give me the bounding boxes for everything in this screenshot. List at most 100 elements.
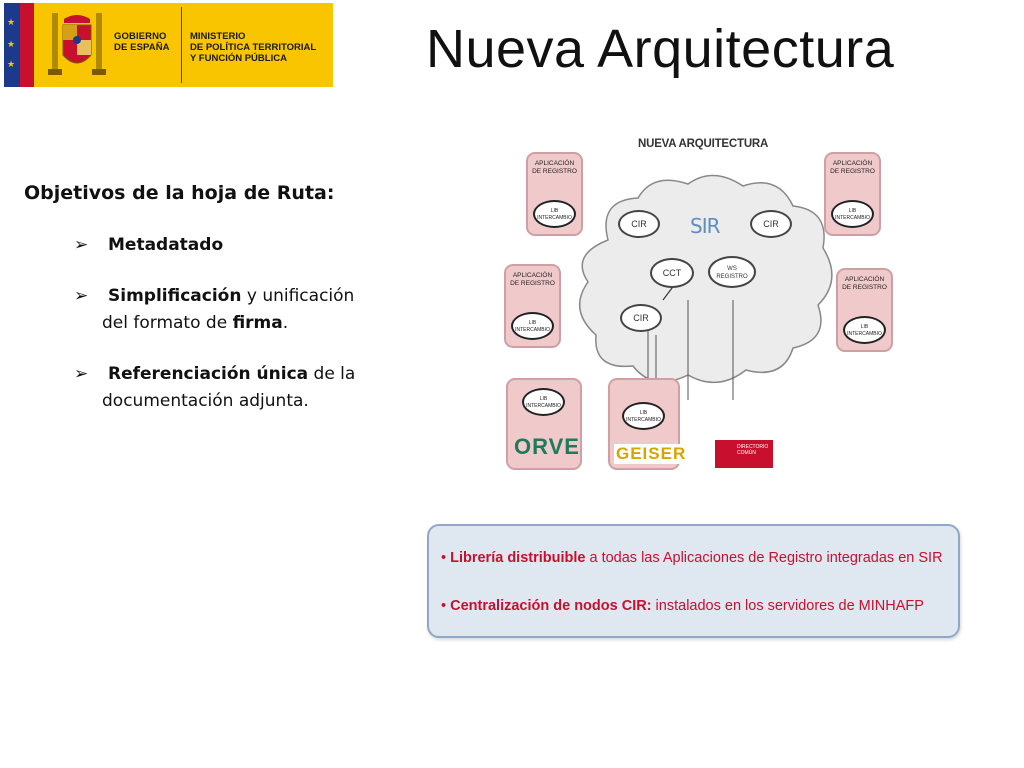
ministry-line-1: MINISTERIO xyxy=(190,31,246,42)
info-box: • Librería distribuible a todas las Apli… xyxy=(427,524,960,638)
item-continuation: del formato de firma. xyxy=(102,310,390,337)
architecture-diagram: NUEVA ARQUITECTURA SIR CIR CIR CCT WS REG… xyxy=(498,130,898,480)
lib-label: INTERCAMBIO xyxy=(526,403,561,409)
lib-label: INTERCAMBIO xyxy=(626,417,661,423)
arrow-bullet-icon: ➢ xyxy=(74,364,89,384)
info-line-1: • Librería distribuible a todas las Apli… xyxy=(441,550,943,566)
badge-label: DIRECTORIO xyxy=(737,444,769,450)
government-name: GOBIERNO DE ESPAÑA xyxy=(114,31,170,53)
eu-flag-strip: ★ ★ ★ xyxy=(4,3,20,87)
ministry-line-3: Y FUNCIÓN PÚBLICA xyxy=(190,53,287,64)
list-item: ➢ Referenciación única de la documentaci… xyxy=(24,361,390,415)
diagram-title: NUEVA ARQUITECTURA xyxy=(638,138,769,150)
list-item: ➢ Simplificación y unificación del forma… xyxy=(24,283,390,337)
lib-label: INTERCAMBIO xyxy=(847,331,882,337)
lib-label: INTERCAMBIO xyxy=(515,327,550,333)
app-label-line: DE REGISTRO xyxy=(532,168,577,175)
lib-label: LIB xyxy=(639,410,648,416)
cct-node: CCT xyxy=(650,258,694,288)
government-logo: ★ ★ ★ GOBIERNO DE ESPAÑA MINISTERIO DE P… xyxy=(4,3,333,87)
badge-label: COMÚN xyxy=(737,450,756,456)
app-label-line: DE REGISTRO xyxy=(510,280,555,287)
item-text: . xyxy=(282,313,289,333)
logo-divider xyxy=(181,7,182,83)
lib-label: LIB xyxy=(550,208,559,214)
cir-node: CIR xyxy=(750,210,792,238)
directorio-comun-logo: DIRECTORIO COMÚN xyxy=(715,440,773,468)
node-label: CCT xyxy=(662,268,682,278)
item-bold-text: firma xyxy=(232,313,283,333)
star-icon: ★ xyxy=(7,40,16,50)
item-text: del formato de xyxy=(102,313,233,333)
item-bold-text: Simplificación xyxy=(108,286,242,306)
arrow-bullet-icon: ➢ xyxy=(74,235,89,255)
list-item: ➢ Metadatado xyxy=(24,232,390,259)
item-text: y unificación xyxy=(241,286,355,306)
cir-node: CIR xyxy=(618,210,660,238)
lib-label: LIB xyxy=(539,396,548,402)
cloud-shape xyxy=(578,174,833,400)
slide-title: Nueva Arquitectura xyxy=(426,19,895,79)
item-text: de la xyxy=(308,364,356,384)
info-line-2: • Centralización de nodos CIR: instalado… xyxy=(441,598,924,614)
node-label: REGISTRO xyxy=(716,274,748,280)
node-label: CIR xyxy=(763,219,779,229)
info-text: a todas las Aplicaciones de Registro int… xyxy=(585,550,943,566)
app-label-line: DE REGISTRO xyxy=(830,168,875,175)
bullet-dot: • xyxy=(441,598,451,614)
arrow-bullet-icon: ➢ xyxy=(74,286,89,306)
app-label-line: DE REGISTRO xyxy=(842,284,887,291)
coat-of-arms-icon xyxy=(48,13,106,75)
app-label-line: APLICACIÓN xyxy=(512,272,553,279)
orve-logo: ORVE xyxy=(514,434,580,459)
node-label: WS xyxy=(727,266,737,272)
node-label: CIR xyxy=(631,219,647,229)
objectives-heading: Objetivos de la hoja de Ruta: xyxy=(24,182,335,204)
cir-node: CIR xyxy=(620,304,662,332)
info-bold-text: Librería distribuible xyxy=(450,550,586,566)
info-text: instalados en los servidores de MINHAFP xyxy=(651,598,924,614)
info-bold-text: Centralización de nodos CIR: xyxy=(450,598,652,614)
bullet-dot: • xyxy=(441,550,451,566)
app-label-line: APLICACIÓN xyxy=(844,276,885,283)
node-label: CIR xyxy=(633,313,649,323)
lib-label: LIB xyxy=(528,320,537,326)
lib-label: INTERCAMBIO xyxy=(835,215,870,221)
geiser-logo: GEISER xyxy=(614,444,689,464)
lib-label: LIB xyxy=(848,208,857,214)
sir-logo: SIR xyxy=(690,214,720,238)
ministry-line-2: DE POLÍTICA TERRITORIAL xyxy=(190,42,317,53)
logo-background: GOBIERNO DE ESPAÑA MINISTERIO DE POLÍTIC… xyxy=(34,3,333,87)
item-bold-text: Referenciación única xyxy=(108,364,309,384)
star-icon: ★ xyxy=(7,18,16,28)
lib-label: INTERCAMBIO xyxy=(537,215,572,221)
gov-line-2: DE ESPAÑA xyxy=(114,42,170,53)
lib-label: LIB xyxy=(860,324,869,330)
app-label-line: APLICACIÓN xyxy=(832,160,873,167)
ministry-name: MINISTERIO DE POLÍTICA TERRITORIAL Y FUN… xyxy=(190,31,316,64)
star-icon: ★ xyxy=(7,60,16,70)
item-bold-text: Metadatado xyxy=(108,235,224,255)
ws-registro-node: WS REGISTRO xyxy=(708,256,756,288)
item-continuation: documentación adjunta. xyxy=(102,391,309,411)
app-label-line: APLICACIÓN xyxy=(534,160,575,167)
spain-flag-strip xyxy=(20,3,34,87)
objectives-section: Objetivos de la hoja de Ruta: ➢ Metadata… xyxy=(24,182,390,439)
gov-line-1: GOBIERNO xyxy=(114,31,167,42)
